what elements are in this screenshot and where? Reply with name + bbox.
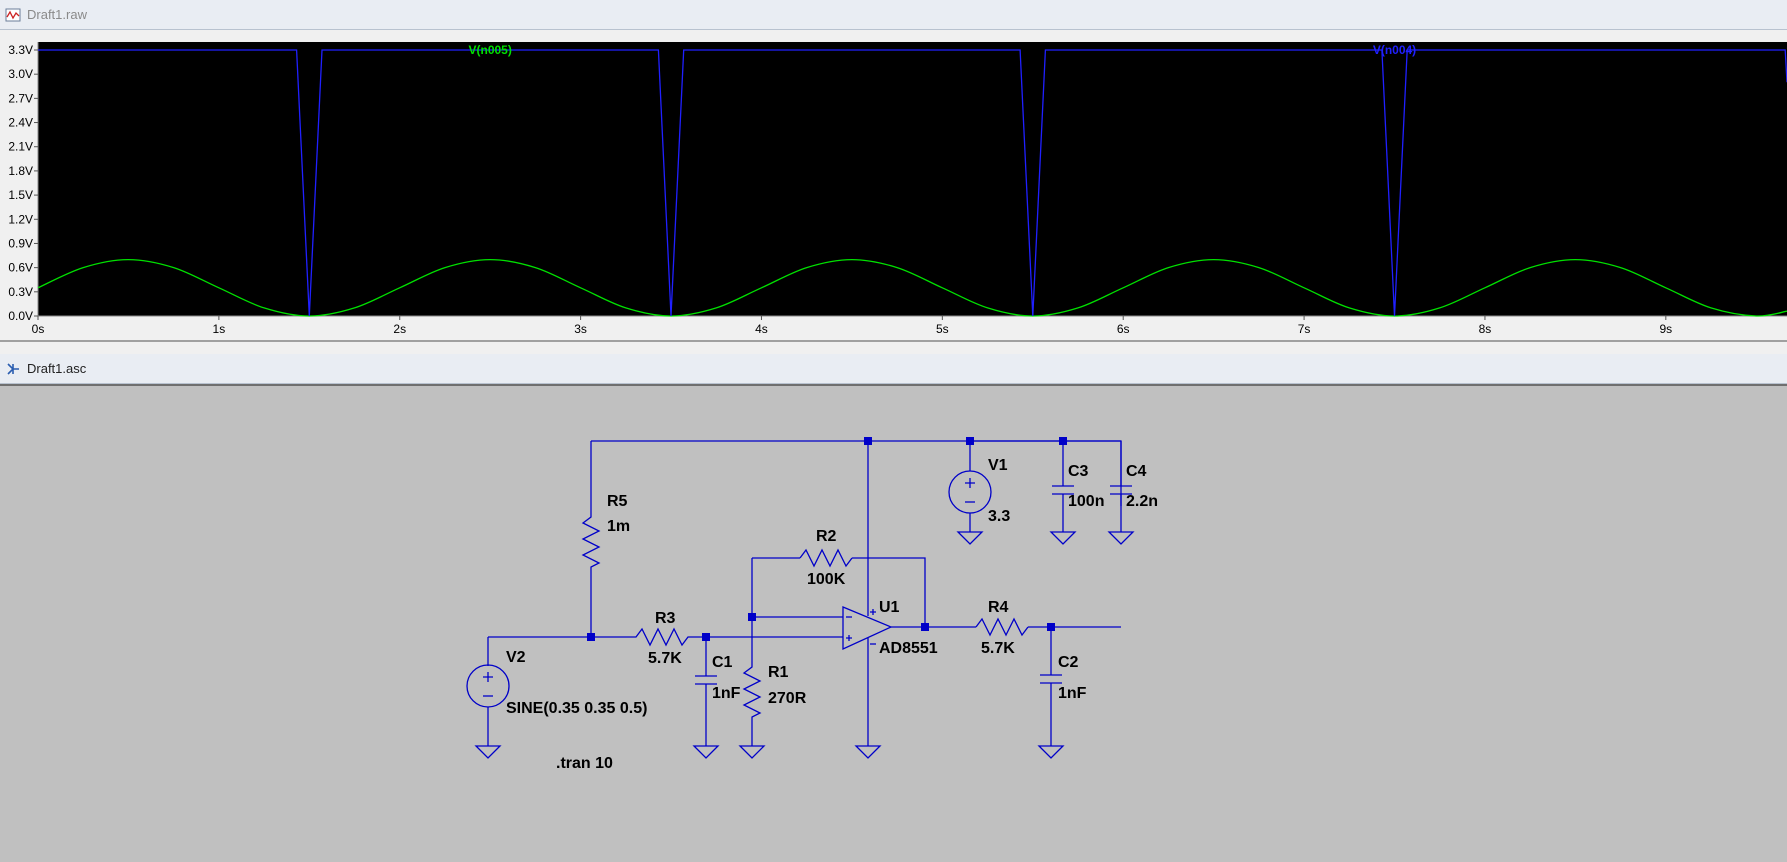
tran-directive[interactable]: .tran 10 xyxy=(556,755,613,772)
c2-name: C2 xyxy=(1058,654,1079,671)
c3-name: C3 xyxy=(1068,463,1089,480)
v2-top-wire xyxy=(487,636,626,666)
v2-source-symbol xyxy=(466,664,510,708)
waveform-plot[interactable]: 0.0V 0.3V 0.6V 0.9V 1.2V 1.5V 1.8V 2.1V 2.4V 2.7V… xyxy=(0,30,1787,340)
v2-value: SINE(0.35 0.35 0.5) xyxy=(506,700,647,717)
junction-dot xyxy=(1047,623,1055,631)
y-tick-label: 2.4V xyxy=(8,116,33,130)
junction-dot xyxy=(1059,437,1067,445)
c3-value: 100n xyxy=(1068,493,1104,510)
c4-name: C4 xyxy=(1126,463,1147,480)
y-tick-label: 1.2V xyxy=(8,212,33,226)
x-tick-label: 1s xyxy=(213,322,226,336)
schematic-window-icon xyxy=(5,361,21,377)
junction-dot xyxy=(966,437,974,445)
r2-value: 100K xyxy=(807,571,846,588)
c1-name: C1 xyxy=(712,654,733,671)
y-tick-label: 1.8V xyxy=(8,164,33,178)
y-tick-label: 0.9V xyxy=(8,236,33,250)
junction-dot xyxy=(748,613,756,621)
x-tick-label: 6s xyxy=(1117,322,1130,336)
x-tick-label: 5s xyxy=(936,322,949,336)
waveform-plot-pane[interactable]: 0.0V 0.3V 0.6V 0.9V 1.2V 1.5V 1.8V 2.1V 2.4V 2.7V… xyxy=(0,30,1787,342)
junction-dot xyxy=(702,633,710,641)
junction-dot xyxy=(864,437,872,445)
c1-value: 1nF xyxy=(712,685,741,702)
y-tick-label: 0.6V xyxy=(8,261,33,275)
c3-c4-rail xyxy=(970,440,1122,486)
ground-icon xyxy=(1049,531,1077,545)
trace-label-v-n005: V(n005) xyxy=(468,43,511,57)
opamp-plus-sign xyxy=(846,635,852,641)
schematic-window-titlebar[interactable]: Draft1.asc xyxy=(0,354,1787,384)
junction-dot xyxy=(587,633,595,641)
r2-name: R2 xyxy=(816,528,837,545)
r3-body xyxy=(626,627,698,647)
c1-plates xyxy=(695,675,717,685)
r1-name: R1 xyxy=(768,664,789,681)
r5-body xyxy=(581,511,601,573)
trace-v-n005 xyxy=(37,258,1787,317)
x-tick-label: 0s xyxy=(32,322,45,336)
r4-body xyxy=(975,617,1029,637)
r4-value: 5.7K xyxy=(981,640,1015,657)
supply-rail-wire xyxy=(591,440,1122,506)
ground-icon xyxy=(1107,531,1135,545)
y-tick-label: 0.0V xyxy=(8,309,33,323)
x-tick-label: 7s xyxy=(1298,322,1311,336)
y-tick-label: 3.3V xyxy=(8,43,33,57)
ground-icon xyxy=(854,745,882,759)
y-tick-label: 3.0V xyxy=(8,67,33,81)
ground-icon xyxy=(1037,745,1065,759)
r2-body xyxy=(799,548,853,568)
u1-name: U1 xyxy=(879,599,900,616)
y-tick-label: 2.1V xyxy=(8,140,33,154)
v1-value: 3.3 xyxy=(988,508,1010,525)
x-tick-label: 3s xyxy=(574,322,587,336)
v2-name: V2 xyxy=(506,649,526,666)
waveform-window-title: Draft1.raw xyxy=(27,7,87,22)
c2-plates xyxy=(1040,674,1062,684)
c2-value: 1nF xyxy=(1058,685,1087,702)
r5-value: 1m xyxy=(607,518,630,535)
y-tick-label: 2.7V xyxy=(8,91,33,105)
r3-name: R3 xyxy=(655,610,676,627)
r1-body xyxy=(742,661,762,746)
waveform-window-titlebar[interactable]: Draft1.raw xyxy=(0,0,1787,30)
r5-name: R5 xyxy=(607,493,628,510)
junction-dot xyxy=(921,623,929,631)
x-tick-label: 4s xyxy=(755,322,768,336)
r2-right-wire xyxy=(852,557,926,627)
v1-source-symbol xyxy=(948,470,992,514)
ground-icon xyxy=(956,531,984,545)
r4-name: R4 xyxy=(988,599,1009,616)
opamp-vplus-mark xyxy=(870,609,876,615)
x-tick-label: 2s xyxy=(393,322,406,336)
v2-plus-sign xyxy=(483,672,493,682)
v1-name: V1 xyxy=(988,457,1008,474)
c3-c4-bottom-wires xyxy=(1062,494,1122,532)
plot-background xyxy=(38,42,1787,316)
trace-v-n004 xyxy=(38,49,1787,317)
x-tick-label: 8s xyxy=(1479,322,1492,336)
x-tick-label: 9s xyxy=(1659,322,1672,336)
y-tick-label: 0.3V xyxy=(8,285,33,299)
y-tick-label: 1.5V xyxy=(8,188,33,202)
opamp-body xyxy=(842,606,893,651)
ground-icon xyxy=(738,745,766,759)
waveform-window-icon xyxy=(5,7,21,23)
trace-label-v-n004: V(n004) xyxy=(1373,43,1416,57)
schematic-window-title: Draft1.asc xyxy=(27,361,87,376)
u1-value: AD8551 xyxy=(879,640,938,657)
v1-plus-sign xyxy=(965,478,975,488)
ground-icon xyxy=(692,745,720,759)
r3-value: 5.7K xyxy=(648,650,682,667)
r1-value: 270R xyxy=(768,690,807,707)
ground-icon xyxy=(474,745,502,759)
schematic-canvas[interactable]: R5 1m R3 5.7K R2 100K R1 270R R4 5.7K C1… xyxy=(0,384,1787,862)
c4-value: 2.2n xyxy=(1126,493,1158,510)
